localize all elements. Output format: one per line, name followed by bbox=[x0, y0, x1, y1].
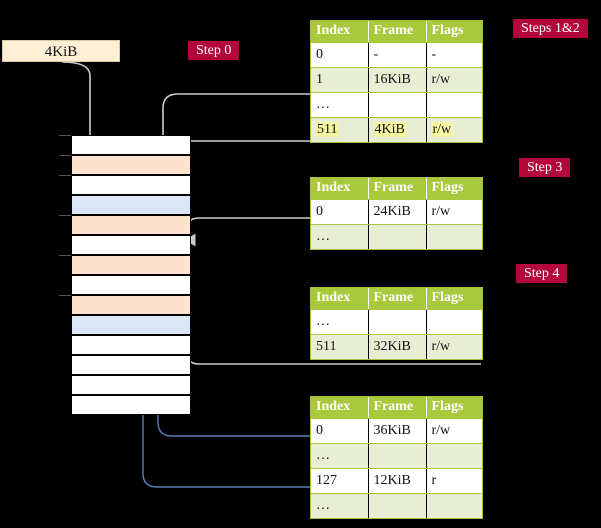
table-cell: … bbox=[311, 224, 369, 249]
table-cell: r/w bbox=[426, 67, 482, 93]
memory-tick bbox=[59, 175, 71, 176]
table-cell: 511 bbox=[311, 117, 369, 142]
column-header-flags: Flags bbox=[426, 288, 482, 310]
memory-cell bbox=[71, 315, 191, 335]
table-cell bbox=[368, 92, 427, 118]
memory-cell bbox=[71, 155, 191, 175]
table-row: … bbox=[311, 443, 482, 469]
memory-tick bbox=[59, 255, 71, 256]
table-cell: 32KiB bbox=[368, 334, 427, 359]
memory-tick bbox=[59, 155, 71, 156]
table-row: … bbox=[311, 92, 482, 118]
column-header-frame: Frame bbox=[368, 21, 427, 43]
table-row: … bbox=[311, 493, 482, 518]
badge-step-0: Step 0 bbox=[188, 41, 240, 60]
column-header-index: Index bbox=[311, 397, 369, 419]
column-header-flags: Flags bbox=[426, 178, 482, 200]
highlighted-value: 4KiB bbox=[373, 121, 406, 137]
highlighted-value: r/w bbox=[431, 121, 453, 137]
table-row: … bbox=[311, 224, 482, 249]
table-cell: … bbox=[311, 443, 369, 469]
table-cell: 0 bbox=[311, 42, 369, 68]
memory-cell bbox=[71, 255, 191, 275]
table-cell bbox=[368, 224, 427, 249]
table-cell: 4KiB bbox=[368, 117, 427, 142]
memory-cell bbox=[71, 235, 191, 255]
table-cell bbox=[368, 309, 427, 335]
table-cell bbox=[426, 92, 482, 118]
badge-step-4: Step 4 bbox=[516, 264, 568, 283]
column-header-flags: Flags bbox=[426, 21, 482, 43]
table-cell: … bbox=[311, 309, 369, 335]
memory-cell bbox=[71, 375, 191, 395]
memory-cell bbox=[71, 395, 191, 415]
memory-cell bbox=[71, 355, 191, 375]
table-cell: 1 bbox=[311, 67, 369, 93]
table-cell: r/w bbox=[426, 117, 482, 142]
column-header-index: Index bbox=[311, 21, 369, 43]
table-cell: r/w bbox=[426, 199, 482, 225]
highlighted-value: 511 bbox=[316, 121, 339, 137]
table-cell: … bbox=[311, 92, 369, 118]
table-cell: 511 bbox=[311, 334, 369, 359]
memory-tick bbox=[59, 135, 71, 136]
memory-cell bbox=[71, 275, 191, 295]
table-cell: - bbox=[426, 42, 482, 68]
table-cell: 36KiB bbox=[368, 418, 427, 444]
column-header-frame: Frame bbox=[368, 288, 427, 310]
table-cell: - bbox=[368, 42, 427, 68]
memory-cell bbox=[71, 295, 191, 315]
memory-tick bbox=[59, 215, 71, 216]
table-cell: 16KiB bbox=[368, 67, 427, 93]
table-cell: 12KiB bbox=[368, 468, 427, 494]
table-cell: 24KiB bbox=[368, 199, 427, 225]
table-row: … bbox=[311, 309, 482, 335]
table-cell bbox=[426, 443, 482, 469]
table-cell bbox=[368, 493, 427, 518]
column-header-index: Index bbox=[311, 178, 369, 200]
column-header-frame: Frame bbox=[368, 397, 427, 419]
table-row: 511 4KiB r/w bbox=[311, 117, 482, 142]
table-cell: … bbox=[311, 493, 369, 518]
table-cell bbox=[426, 224, 482, 249]
memory-cell bbox=[71, 175, 191, 195]
column-header-frame: Frame bbox=[368, 178, 427, 200]
physical-memory-column bbox=[71, 135, 191, 415]
memory-cell bbox=[71, 195, 191, 215]
table-cell: 0 bbox=[311, 418, 369, 444]
table-cell: r/w bbox=[426, 418, 482, 444]
table-row: 0-- bbox=[311, 42, 482, 68]
column-header-index: Index bbox=[311, 288, 369, 310]
memory-cell bbox=[71, 215, 191, 235]
table-cell: 0 bbox=[311, 199, 369, 225]
table-cell bbox=[368, 443, 427, 469]
badge-step-3: Step 3 bbox=[519, 158, 571, 177]
memory-cell bbox=[71, 335, 191, 355]
column-header-flags: Flags bbox=[426, 397, 482, 419]
memory-cell bbox=[71, 135, 191, 155]
badge-steps-1-2: Steps 1&2 bbox=[513, 19, 588, 38]
table-cell bbox=[426, 309, 482, 335]
table-cell: r bbox=[426, 468, 482, 494]
source-size-box: 4KiB bbox=[2, 40, 120, 62]
table-cell bbox=[426, 493, 482, 518]
table-cell: r/w bbox=[426, 334, 482, 359]
table-cell: 127 bbox=[311, 468, 369, 494]
memory-tick bbox=[59, 295, 71, 296]
